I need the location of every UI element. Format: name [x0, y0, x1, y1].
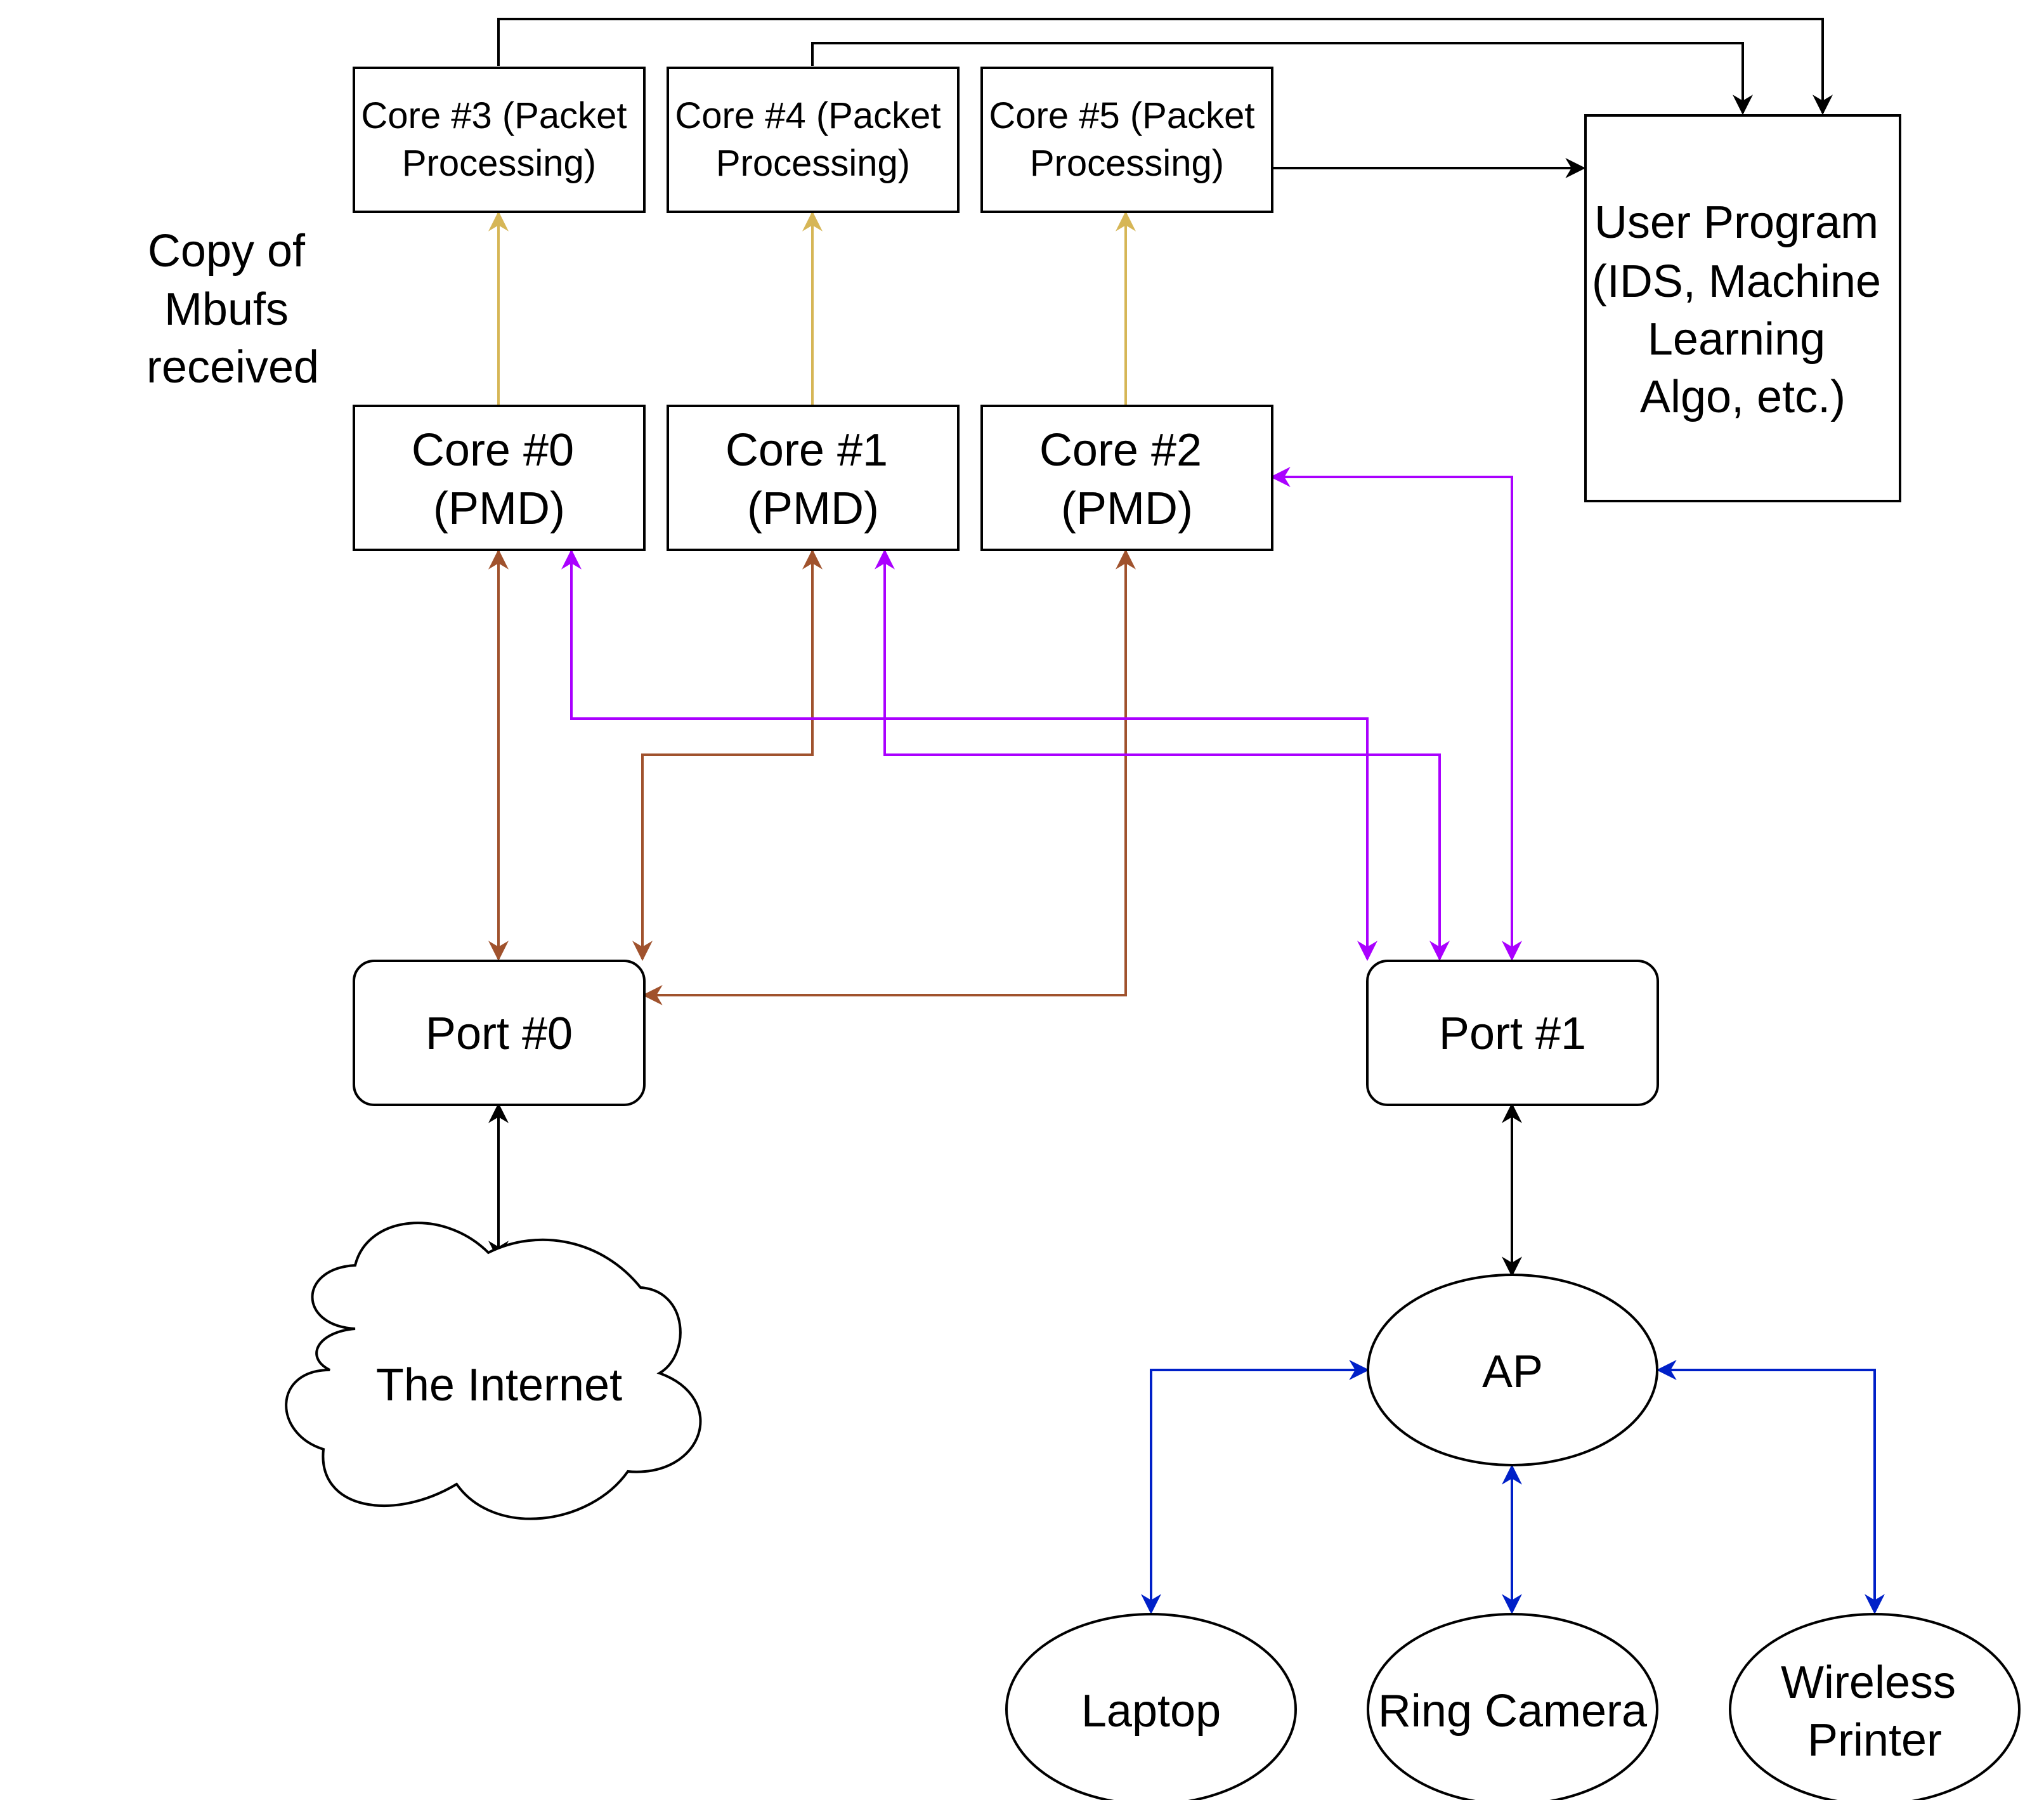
laptop-node: Laptop: [1005, 1613, 1297, 1800]
core0-node: Core #0 (PMD): [353, 405, 646, 551]
edge-core1-port1: [875, 549, 1450, 962]
edge-ap-printer: [1656, 1360, 1885, 1615]
port1-label: Port #1: [1439, 1008, 1586, 1059]
edge-core2-port1: [1270, 467, 1522, 962]
core2-node: Core #2 (PMD): [980, 405, 1273, 551]
ring-camera-label: Ring Camera: [1378, 1686, 1648, 1737]
core3-label: Core #3 (Packet Processing): [361, 95, 637, 184]
ring-camera-node: Ring Camera: [1367, 1613, 1658, 1800]
core4-node: Core #4 (Packet Processing): [667, 67, 960, 213]
edges: [488, 18, 1885, 1615]
copy-mbufs-label: Copy of Mbufs received: [146, 226, 319, 393]
port1-node: Port #1: [1366, 960, 1659, 1106]
core1-node: Core #1 (PMD): [667, 405, 960, 551]
user-program-node: User Program (IDS, Machine Learning Algo…: [1584, 114, 1901, 502]
core5-label: Core #5 (Packet Processing): [989, 95, 1265, 184]
edge-ap-laptop: [1141, 1360, 1370, 1615]
internet-label: The Internet: [376, 1360, 622, 1411]
core3-node: Core #3 (Packet Processing): [353, 67, 646, 213]
port0-label: Port #0: [426, 1008, 573, 1059]
ap-label: AP: [1482, 1347, 1543, 1397]
internet-node: The Internet: [285, 1222, 702, 1520]
user-program-label: User Program (IDS, Machine Learning Algo…: [1592, 197, 1894, 422]
laptop-label: Laptop: [1081, 1686, 1221, 1737]
core0-label: Core #0 (PMD): [412, 425, 587, 534]
edge-core3-user-program: [497, 18, 1833, 115]
printer-label: Wireless Printer: [1781, 1657, 1969, 1766]
edge-core4-user-program: [811, 42, 1753, 115]
cloud-shape: [285, 1222, 702, 1520]
port0-node: Port #0: [353, 960, 646, 1106]
core5-node: Core #5 (Packet Processing): [980, 67, 1273, 213]
edge-core1-port0: [632, 549, 823, 962]
printer-node: Wireless Printer: [1729, 1613, 2021, 1800]
ap-node: AP: [1367, 1274, 1658, 1466]
core4-label: Core #4 (Packet Processing): [675, 95, 951, 184]
core1-label: Core #1 (PMD): [726, 425, 901, 534]
core2-label: Core #2 (PMD): [1039, 425, 1214, 534]
